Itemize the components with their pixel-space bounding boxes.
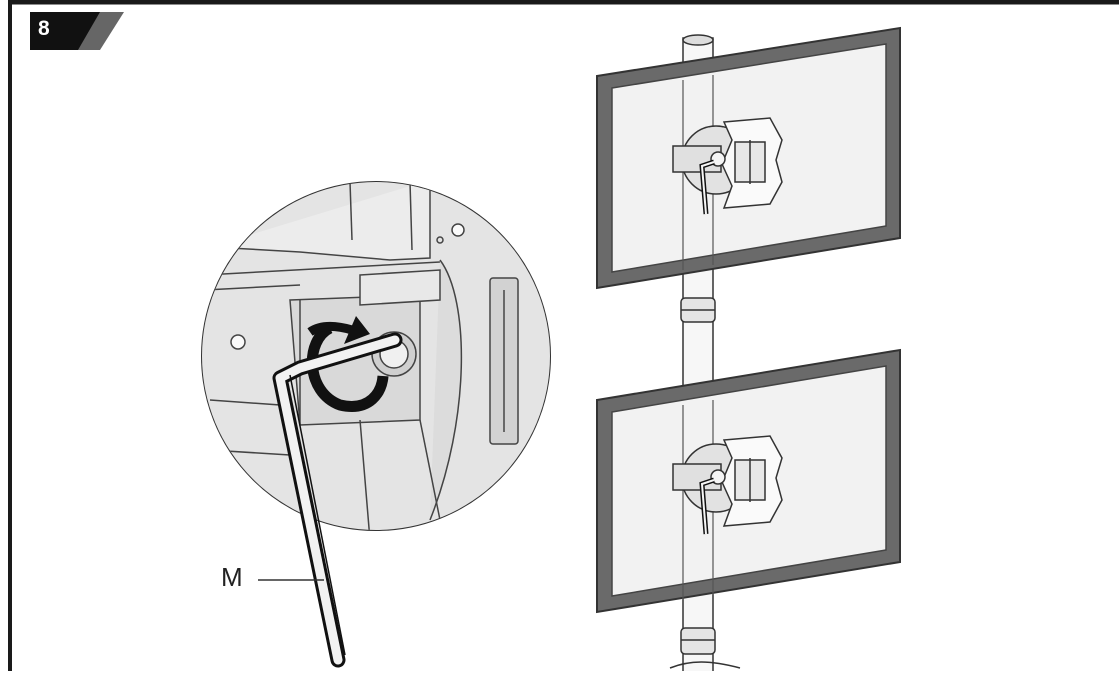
rotation-arrow-icon: [306, 316, 389, 412]
step-badge: [30, 12, 124, 50]
vesa-bracket-icon: [672, 435, 783, 535]
tool-callout-label: M: [221, 562, 243, 592]
vesa-bracket-icon: [672, 117, 783, 215]
monitor-top: [596, 26, 901, 290]
detail-magnifier: [201, 181, 551, 668]
panel-border: [8, 0, 1119, 676]
monitor-bottom: [596, 348, 901, 614]
allen-key-icon: [272, 332, 403, 668]
step-number: 8: [38, 17, 50, 40]
